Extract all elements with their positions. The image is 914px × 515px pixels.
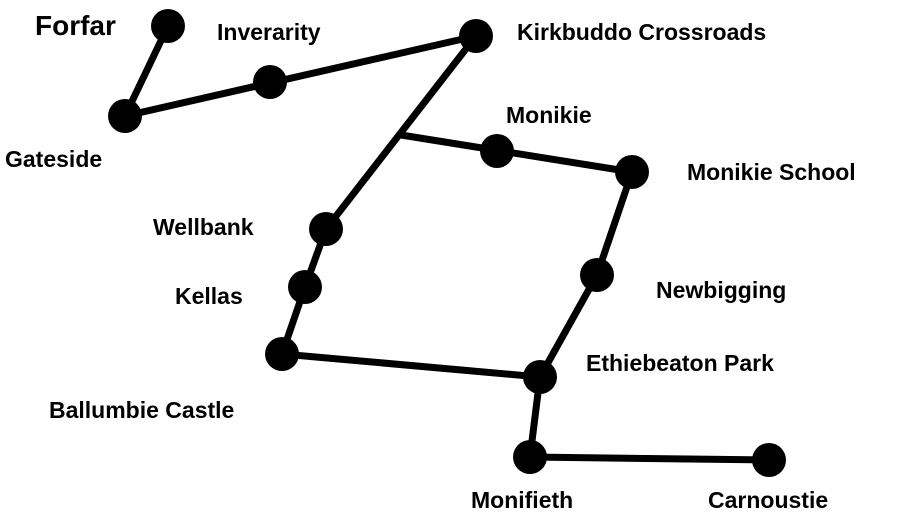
station-monifieth-label: Monifieth [471, 487, 573, 513]
track-junction-monikie-school [397, 131, 636, 176]
station-monikie-label: Monikie [506, 102, 592, 128]
station-forfar-marker[interactable] [151, 9, 185, 43]
station-forfar-label: Forfar [35, 10, 116, 41]
station-ballumbie-marker[interactable] [265, 337, 299, 371]
station-inverarity-label: Inverarity [217, 19, 321, 45]
station-kellas-label: Kellas [175, 283, 243, 309]
station-gateside-label: Gateside [5, 146, 102, 172]
track-lines [121, 22, 773, 464]
station-kirkbuddo-label: Kirkbuddo Crossroads [517, 19, 766, 45]
station-kellas-marker[interactable] [288, 270, 322, 304]
station-ethiebeaton-marker[interactable] [523, 360, 557, 394]
station-wellbank-marker[interactable] [309, 212, 343, 246]
station-wellbank-label: Wellbank [153, 214, 254, 240]
station-ethiebeaton-label: Ethiebeaton Park [586, 350, 774, 376]
track-newbigging-ethiebeaton [536, 271, 601, 381]
station-kirkbuddo-marker[interactable] [459, 19, 493, 53]
stations [108, 9, 786, 477]
station-newbigging-label: Newbigging [656, 277, 786, 303]
station-ballumbie-label: Ballumbie Castle [49, 397, 234, 423]
station-newbigging-marker[interactable] [580, 258, 614, 292]
track-monifieth-carnoustie [526, 453, 773, 464]
station-monikie-school-marker[interactable] [615, 155, 649, 189]
station-monikie-marker[interactable] [480, 134, 514, 168]
station-inverarity-marker[interactable] [253, 65, 287, 99]
track-ballumbie-ethiebeaton [278, 350, 544, 381]
track-gateside-kirkbuddo [121, 32, 480, 120]
station-carnoustie-label: Carnoustie [708, 487, 828, 513]
station-labels: Forfar Inverarity Kirkbuddo Crossroads G… [5, 10, 856, 513]
station-monifieth-marker[interactable] [513, 440, 547, 474]
station-gateside-marker[interactable] [108, 99, 142, 133]
station-carnoustie-marker[interactable] [752, 443, 786, 477]
station-monikie-school-label: Monikie School [687, 159, 856, 185]
track-monikie-school-newbigging [593, 168, 636, 279]
